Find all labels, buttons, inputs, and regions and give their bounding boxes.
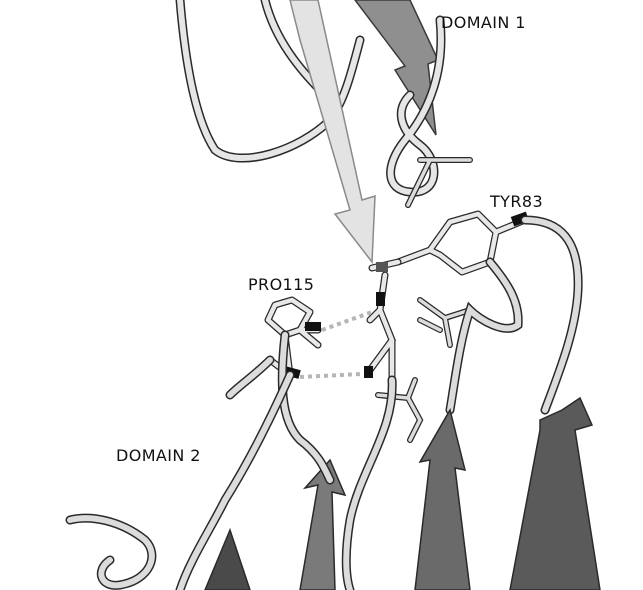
domain-2-beta-strand-left — [300, 460, 345, 590]
domain-2-structure — [70, 220, 600, 590]
domain-2-beta-strand-right — [510, 398, 600, 590]
pro115-label: PRO115 — [248, 275, 314, 294]
tyr83-label: TYR83 — [490, 192, 543, 211]
domain-1-structure — [180, 0, 470, 262]
domain-2-label: DOMAIN 2 — [116, 446, 201, 465]
tyr83-sidechain — [398, 214, 525, 272]
hydrogen-bond-2 — [300, 374, 362, 377]
hydrogen-bond-1 — [322, 312, 372, 330]
domain-1-label: DOMAIN 1 — [441, 13, 526, 32]
domain-2-beta-strand-center — [415, 410, 470, 590]
